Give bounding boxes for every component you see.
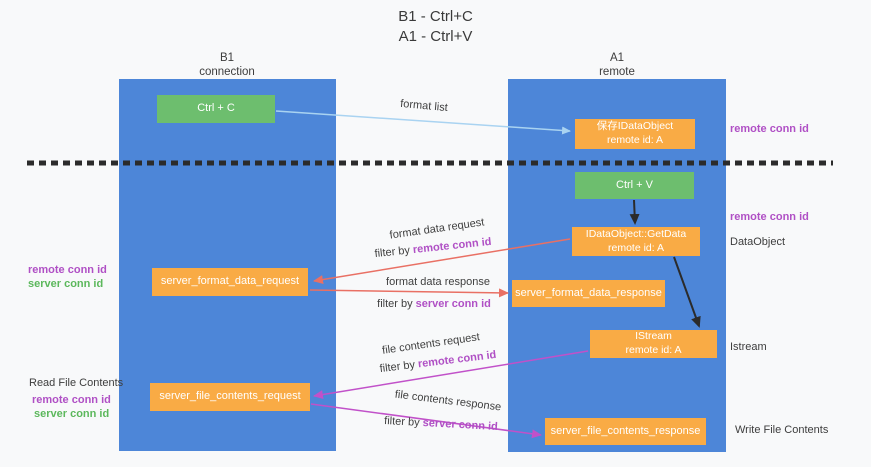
left-read-file-contents-label: Read File Contents (29, 377, 124, 389)
label-format-list: format list (399, 97, 449, 115)
right-istream-label: Istream (730, 341, 767, 353)
arrow-format-data-response (309, 288, 509, 298)
node-server-file-contents-request-label: server_file_contents_request (159, 390, 301, 403)
left-column-header: B1 connection (157, 51, 297, 80)
left-remote-conn-id-top: remote conn id (28, 264, 107, 276)
label-file-contents-response: file contents response (394, 388, 502, 414)
right-remote-conn-id-top: remote conn id (730, 123, 809, 135)
node-server-file-contents-response-label: server_file_contents_response (550, 424, 701, 437)
left-column-title: B1 (219, 52, 235, 64)
title-line-2: A1 - Ctrl+V (398, 28, 473, 46)
server-conn-id-text: server conn id (422, 417, 499, 433)
filter-by-text: filter by (377, 298, 416, 310)
label-filter-server-conn-id-bottom: filter by server conn id (384, 415, 498, 433)
node-istream-line1: IStream (635, 330, 672, 343)
title-line-1: B1 - Ctrl+C (398, 8, 473, 25)
node-server-format-data-response: server_format_data_response (512, 280, 665, 307)
server-conn-id-text: server conn id (415, 298, 491, 310)
diagram-title: B1 - Ctrl+C A1 - Ctrl+V (0, 7, 871, 48)
remote-conn-id-text: remote conn id (412, 235, 492, 257)
right-dataobject-label: DataObject (730, 236, 786, 248)
left-remote-conn-id-bottom: remote conn id (32, 394, 111, 406)
node-ctrl-v-label: Ctrl + V (616, 178, 653, 191)
node-server-file-contents-response: server_file_contents_response (545, 418, 706, 445)
node-istream-line2: remote id: A (625, 344, 682, 356)
node-ctrl-c-label: Ctrl + C (197, 102, 235, 115)
right-column-subtitle: remote (599, 66, 635, 79)
right-column-title: A1 (609, 52, 625, 64)
node-save-idataobject-line1: 保存IDataObject (596, 120, 674, 133)
node-idataobject-getdata: IDataObject::GetData remote id: A (572, 227, 700, 256)
filter-by-text: filter by (379, 358, 419, 376)
filter-by-text: filter by (374, 244, 414, 261)
node-save-idataobject: 保存IDataObject remote id: A (575, 119, 695, 149)
filter-by-text: filter by (383, 415, 423, 430)
label-format-data-response: format data response (386, 276, 490, 288)
left-server-conn-id-bottom: server conn id (34, 408, 110, 420)
node-ctrl-v: Ctrl + V (575, 172, 694, 199)
left-server-conn-id-top: server conn id (28, 278, 104, 290)
right-remote-conn-id-mid: remote conn id (730, 211, 809, 223)
right-write-file-contents-label: Write File Contents (735, 424, 829, 436)
node-istream: IStream remote id: A (590, 330, 717, 358)
node-server-file-contents-request: server_file_contents_request (150, 383, 310, 411)
right-column-header: A1 remote (547, 51, 687, 80)
node-idataobject-getdata-line1: IDataObject::GetData (585, 227, 687, 240)
node-server-format-data-request-label: server_format_data_request (160, 275, 300, 288)
label-filter-server-conn-id-top: filter by server conn id (377, 298, 491, 310)
node-save-idataobject-line2: remote id: A (606, 134, 664, 146)
remote-conn-id-text: remote conn id (417, 348, 497, 371)
node-server-format-data-response-label: server_format_data_response (515, 286, 662, 299)
node-idataobject-getdata-line2: remote id: A (607, 241, 665, 254)
node-ctrl-c: Ctrl + C (157, 95, 275, 123)
node-server-format-data-request: server_format_data_request (152, 268, 308, 296)
left-column-subtitle: connection (199, 66, 255, 79)
